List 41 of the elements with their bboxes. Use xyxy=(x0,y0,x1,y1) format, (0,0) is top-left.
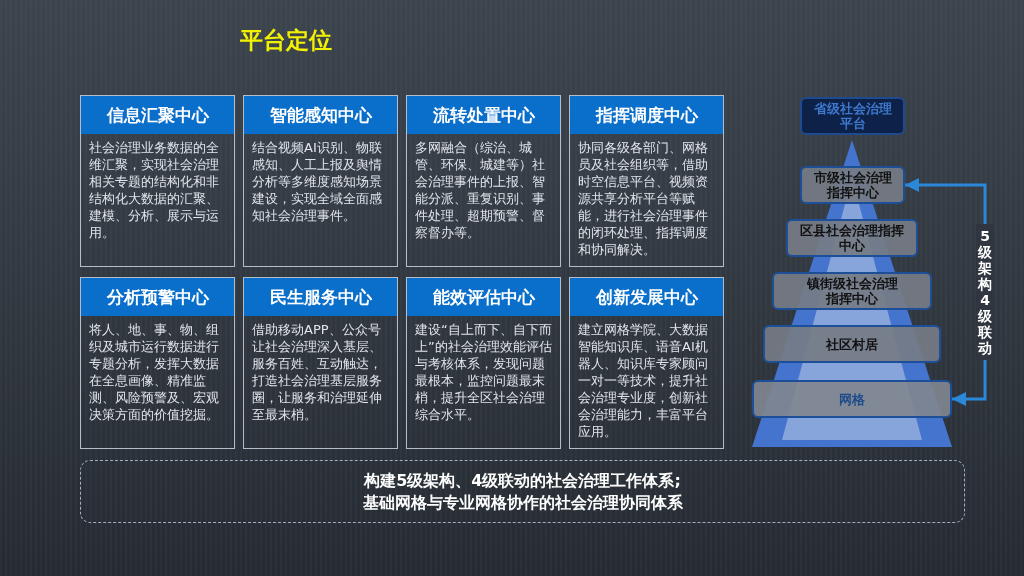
level-band xyxy=(800,97,905,135)
card-heading: 能效评估中心 xyxy=(407,278,560,316)
summary-text: 基础网格与专业网格协作的社会治理协同体系 xyxy=(362,491,683,514)
slide-title: 平台定位 xyxy=(240,26,332,54)
info-card xyxy=(406,95,561,267)
info-card xyxy=(80,95,235,267)
card-description: 将人、地、事、物、组织及城市运行数据进行专题分析，发挥大数据在全息画像、精准监测、风险预警及、宏观决策方面的价值挖掘。 xyxy=(88,321,220,424)
info-card xyxy=(243,277,398,449)
info-card xyxy=(569,95,724,267)
level-label: 区县社会治理指挥中心 xyxy=(799,223,905,253)
card-description: 协同各级各部门、网格员及社会组织等，借助时空信息平台、视频资源共享分析平台等赋能，进行社会治理事件的闭环处理、指挥调度和协同解决。 xyxy=(577,139,709,259)
card-description: 建立网格学院、大数据智能知识库、语音AI机器人、知识库专家顾问一对一等技术，提升社会治理专业度，创新社会治理能力，丰富平台应用。 xyxy=(577,321,709,441)
card-description: 多网融合（综治、城管、环保、城建等）社会治理事件的上报、智能分派、重复识别、事件处理、超期预警、督察督办等。 xyxy=(414,139,546,242)
level-label: 网格 xyxy=(839,391,865,407)
card-heading: 创新发展中心 xyxy=(570,278,723,316)
info-card xyxy=(80,277,235,449)
level-band xyxy=(800,166,905,204)
card-heading: 指挥调度中心 xyxy=(570,96,723,134)
card-heading: 智能感知中心 xyxy=(244,96,397,134)
info-card xyxy=(243,95,398,267)
level-band xyxy=(772,272,932,310)
level-band xyxy=(752,380,952,418)
card-description: 建设“自上而下、自下而上”的社会治理效能评估与考核体系，发现问题最根本，监控问题最末梢，提升全区社会治理综合水平。 xyxy=(414,321,553,424)
level-label: 社区村居 xyxy=(826,336,878,352)
level-label: 省级社会治理平台 xyxy=(812,101,893,131)
card-description: 社会治理业务数据的全维汇聚，实现社会治理相关专题的结构化和非结构化大数据的汇聚、建模、分析、展示与运用。 xyxy=(88,139,220,242)
edge-label: 5级架构 4级联动 xyxy=(976,224,994,360)
summary-box xyxy=(80,460,965,523)
card-heading: 分析预警中心 xyxy=(81,278,234,316)
level-label: 市级社会治理指挥中心 xyxy=(812,170,893,200)
summary-text: 构建5级架构、4级联动的社会治理工作体系; xyxy=(364,469,681,492)
level-band xyxy=(786,219,918,257)
level-band xyxy=(763,325,941,363)
card-description: 结合视频AI识别、物联感知、人工上报及舆情分析等多维度感知场景建设，实现全域全面感知社会治理事件。 xyxy=(251,139,383,225)
card-heading: 民生服务中心 xyxy=(244,278,397,316)
card-heading: 流转处置中心 xyxy=(407,96,560,134)
card-description: 借助移动APP、公众号让社会治理深入基层、服务百姓、互动触达，打造社会治理基层服务圈，让服务和治理延伸至最末梢。 xyxy=(251,321,383,424)
card-heading: 信息汇聚中心 xyxy=(81,96,234,134)
level-label: 镇街级社会治理指挥中心 xyxy=(805,276,899,306)
info-card xyxy=(406,277,561,449)
info-card xyxy=(569,277,724,449)
